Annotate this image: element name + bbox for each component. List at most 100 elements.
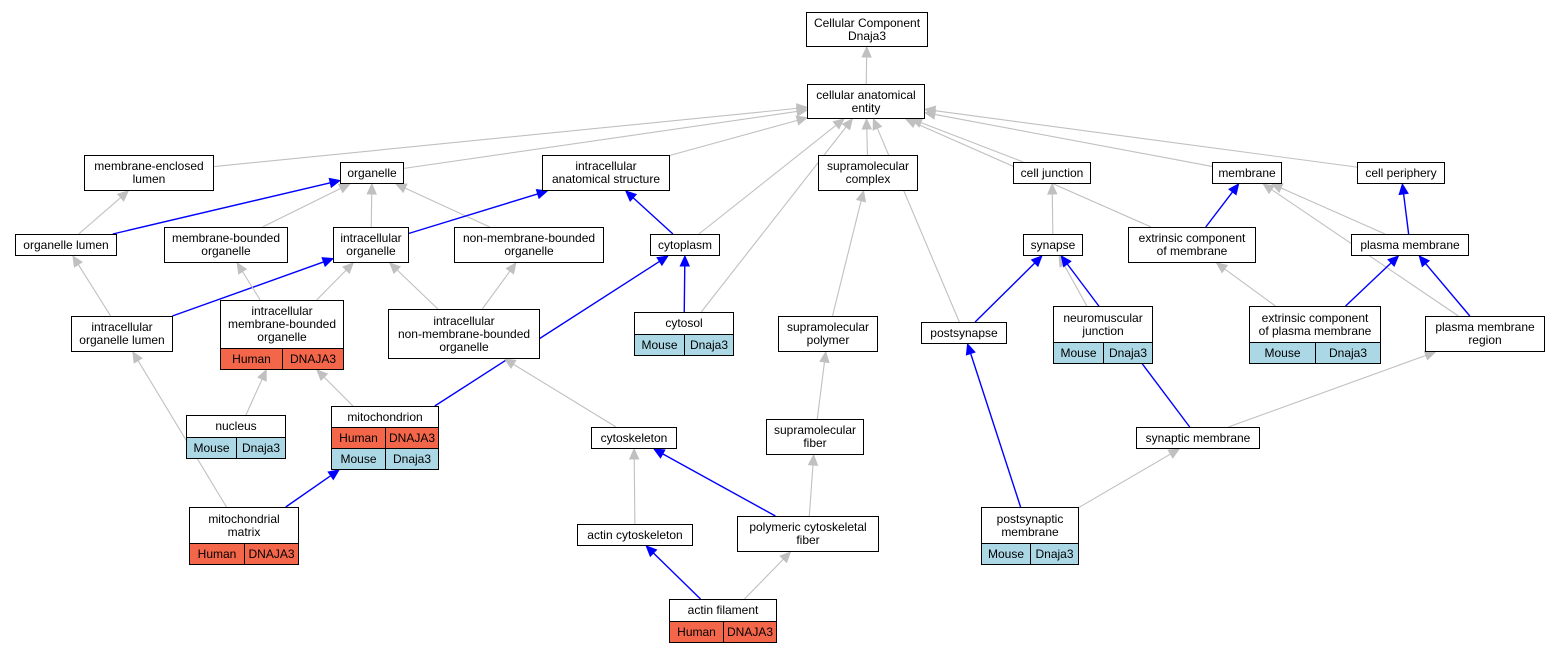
species-cell: Human [221,349,282,369]
node-label: synaptic membrane [1145,430,1251,445]
node-label: synapse [1030,237,1076,252]
arrowhead-icon [1262,183,1275,195]
edge-line [1280,187,1386,235]
arrowhead-icon [388,262,402,275]
node-membrane: membrane [1212,162,1282,184]
edge-extcomppm-to-extcompmem-is-a [1215,262,1276,307]
edge-nucleus-to-imbo-is-a [245,368,267,416]
node-label: supramolecular fiber [773,423,857,450]
arrowhead-icon [1418,255,1431,268]
arrowhead-icon [505,262,517,275]
edge-line [831,200,862,317]
species-cell: Mouse [982,544,1030,564]
node-actin-cytoskeleton: actin cytoskeleton [577,524,693,546]
edge-actinfil-to-polycskfiber-is-a [744,551,792,600]
arrowhead-icon [965,342,976,356]
node-label: supramolecular complex [826,159,910,186]
arrowhead-icon [394,183,408,194]
edge-plasmamem-to-cellperiphery-part-of [1398,182,1410,235]
edge-line [1425,263,1471,317]
node-label: intracellular non-membrane-bounded organ… [397,313,531,354]
node-membrane-enclosed-lumen: membrane-enclosed lumen [84,155,214,191]
node-label: intracellular organelle [340,231,402,258]
edge-line [513,363,617,428]
edge-imbo-to-mbo-is-a [236,261,261,301]
arrowhead-icon [1030,255,1043,268]
edge-line [652,552,701,600]
arrowhead-icon [257,368,267,382]
edge-intorg-to-ias-part-of [408,189,549,235]
node-intracellular-membrane-bounded-organelle: intracellular membrane-bounded organelle… [220,300,344,370]
arrowhead-icon [1423,350,1437,361]
arrowhead-icon [923,105,937,117]
edge-line [633,458,636,525]
edge-cytosol-to-cytoplasm-part-of [679,254,691,313]
species-cell: Mouse [1250,343,1315,363]
edge-polycskfiber-to-cytoskeleton-part-of [652,448,776,517]
arrowhead-icon [1047,182,1058,195]
edge-cae-to-root-is-a [861,45,872,85]
arrowhead-icon [832,118,845,130]
edge-membrane-to-cae-is-a [923,109,1213,167]
edge-orglumen-to-organelle-part-of [112,177,342,235]
edge-polycskfiber-to-smfiber-is-a [807,453,819,517]
edge-mbo-to-organelle-is-a [262,183,351,228]
edge-inmbo-to-nmbo-is-a [481,262,517,310]
species-cell: Mouse [332,449,385,469]
arrowhead-icon [656,255,669,267]
edge-smpolymer-to-smcomplex-is-a [831,189,867,317]
edge-line [1345,262,1392,307]
edge-line [316,269,347,301]
arrowhead-icon [645,545,658,558]
node-cytoplasm: cytoplasm [650,234,720,256]
node-plasma-membrane-region: plasma membrane region [1425,316,1545,352]
arrowhead-icon [503,358,517,369]
edge-mito-to-cytoplasm-part-of [434,255,669,407]
edge-cytoskeleton-to-inmbo-is-a [503,358,617,428]
arrowhead-icon [366,182,377,195]
node-label: mitochondrion [347,409,423,424]
node-label: intracellular membrane-bounded organelle [227,304,337,344]
arrowhead-icon [132,350,143,364]
node-label: postsynapse [930,325,998,340]
edge-line [137,360,227,508]
gene-cell: Dnaja3 [385,449,438,469]
arrowhead-icon [861,117,873,130]
node-label: supramolecular polymer [786,320,870,347]
node-label: plasma membrane region [1435,320,1535,347]
arrowhead-icon [1167,448,1181,459]
edge-line [1205,191,1234,228]
node-label: intracellular organelle lumen [79,320,165,347]
node-supramolecular-complex: supramolecular complex [818,155,918,191]
edge-line [632,197,674,235]
arrowhead-icon [855,189,867,203]
gene-cell: DNAJA3 [385,428,438,448]
node-cell-periphery: cell periphery [1357,162,1445,184]
node-extrinsic-component-of-membrane: extrinsic component of membrane [1128,227,1256,263]
species-cell: Human [670,622,723,642]
edge-cellperiphery-to-cae-is-a [923,105,1358,168]
edge-line [481,270,511,310]
edge-line [77,264,112,317]
arrowhead-icon [861,45,872,58]
edge-intorglumen-to-orglumen-is-a [72,254,112,317]
edge-mito-to-imbo-is-a [316,369,354,407]
edge-line [662,453,776,517]
arrowhead-icon [872,117,883,131]
node-intracellular-anatomical-structure: intracellular anatomical structure [542,155,670,191]
node-cellular-anatomical-entity: cellular anatomical entity [807,84,925,119]
node-label: neuromuscular junction [1063,310,1143,338]
edge-smfiber-to-smpolymer-is-a [816,350,830,420]
edge-line [974,262,1036,323]
species-cell: Human [190,544,244,564]
node-label: mitochondrial matrix [208,511,280,539]
